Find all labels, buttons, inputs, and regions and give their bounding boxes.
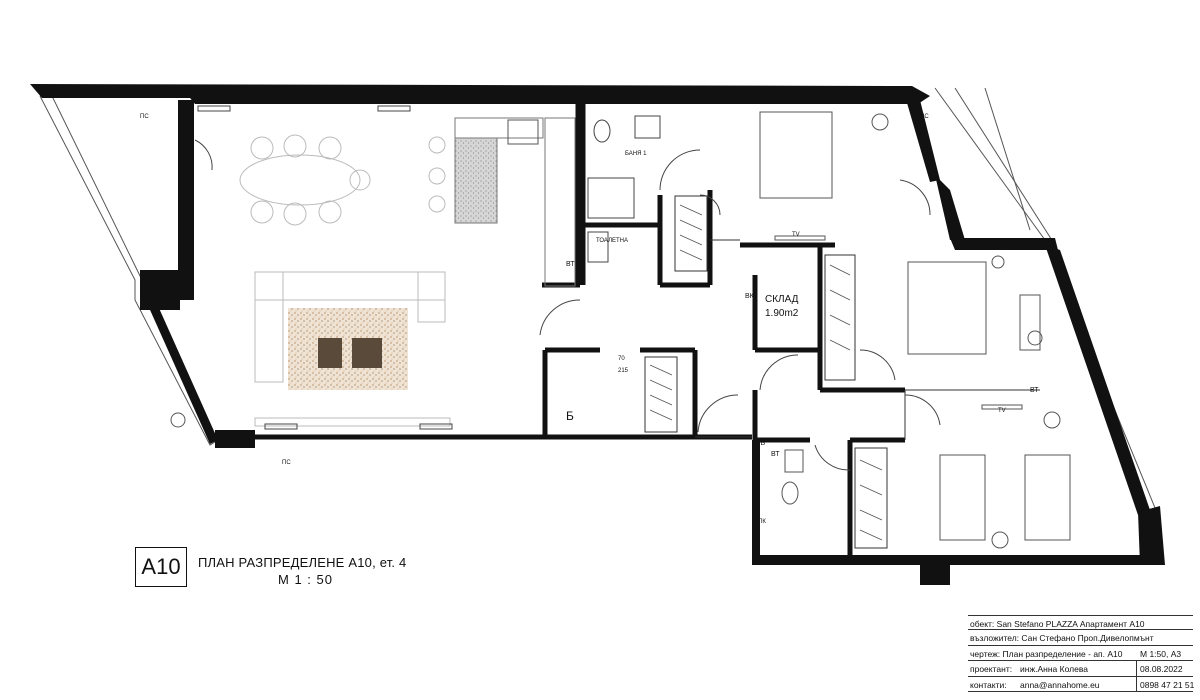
dining-set xyxy=(239,134,371,226)
storage-label: СКЛАД xyxy=(765,294,799,305)
room-details xyxy=(695,239,1040,440)
apartment-code: A10 xyxy=(141,554,181,579)
plan-title: ПЛАН РАЗПРЕДЕЛЕНЕ А10, ет. 4 xyxy=(198,555,407,570)
drawing-date: 08.08.2022 xyxy=(1140,664,1183,675)
tv-label-2: TV xyxy=(998,408,1006,414)
beds xyxy=(759,111,1071,541)
window-markers xyxy=(197,105,453,430)
exterior-walls xyxy=(30,84,1165,585)
wardrobes xyxy=(644,195,888,549)
door-swings xyxy=(194,139,941,471)
title-block-drawing-row: чертеж: План разпределение - ап. А10 М 1… xyxy=(968,646,1193,662)
apartment-code-box: A10 xyxy=(135,547,187,587)
bath-label: БАНЯ 1 xyxy=(625,151,647,157)
object-text: обект: San Stefano PLAZZA Апартамент A10 xyxy=(970,619,1145,629)
drawing-scale: М 1:50, А3 xyxy=(1140,648,1182,659)
vt-label-3: ВТ xyxy=(771,451,780,458)
client-text: възложител: Сан Стефано Проп.Дивелопмънт xyxy=(970,633,1154,644)
terrace-outline xyxy=(39,87,1161,560)
pk-label: ПК xyxy=(758,519,766,525)
sofa xyxy=(254,271,446,383)
kitchen xyxy=(428,117,576,287)
ps-label-top: ПС xyxy=(140,114,149,120)
drawing-text: чертеж: План разпределение - ап. А10 xyxy=(970,648,1123,659)
tv-cabinet xyxy=(254,417,451,427)
door-size-215: 215 xyxy=(618,368,629,374)
title-block-client-row: възложител: Сан Стефано Проп.Дивелопмънт xyxy=(968,630,1193,646)
bath-fixtures xyxy=(587,115,661,263)
rug xyxy=(288,308,408,390)
bedroom-accessories xyxy=(170,113,1061,549)
title-block-designer-row: проектант: инж.Анна Колева 08.08.2022 xyxy=(968,661,1193,677)
ps-label-right: ПС xyxy=(920,114,929,120)
storage-area-label: 1.90m2 xyxy=(765,308,799,319)
title-block-contacts-row: контакти: anna@annahome.eu 0898 47 21 51 xyxy=(968,677,1195,692)
designer-label: проектант: xyxy=(970,664,1013,675)
tv-label-1: TV xyxy=(792,232,800,238)
phone-text: 0898 47 21 51 xyxy=(1140,679,1195,690)
vt-label-2: ВТ xyxy=(1030,387,1039,394)
vk-label: ВК xyxy=(745,293,755,300)
designer-name: инж.Анна Колева xyxy=(1020,664,1088,675)
ps-label-bottom: ПС xyxy=(282,460,291,466)
interior-walls xyxy=(218,104,905,555)
title-block-divider xyxy=(1136,661,1137,692)
title-block-object-row: обект: San Stefano PLAZZA Апартамент A10 xyxy=(968,615,1193,631)
contacts-label: контакти: xyxy=(970,679,1007,690)
plan-scale: М 1 : 50 xyxy=(278,572,333,587)
vt-label-1: ВТ xyxy=(566,261,575,268)
ov-label: ОВ xyxy=(755,440,765,447)
toilet-label: ТОАЛЕТНА xyxy=(596,238,628,244)
email-text: anna@annahome.eu xyxy=(1020,679,1100,690)
wardrobe-hangers xyxy=(649,204,883,541)
title-block: обект: San Stefano PLAZZA Апартамент A10… xyxy=(968,615,1195,692)
coffee-tables xyxy=(318,338,382,368)
door-size-70: 70 xyxy=(618,356,625,362)
storage-b-label: Б xyxy=(566,409,574,423)
